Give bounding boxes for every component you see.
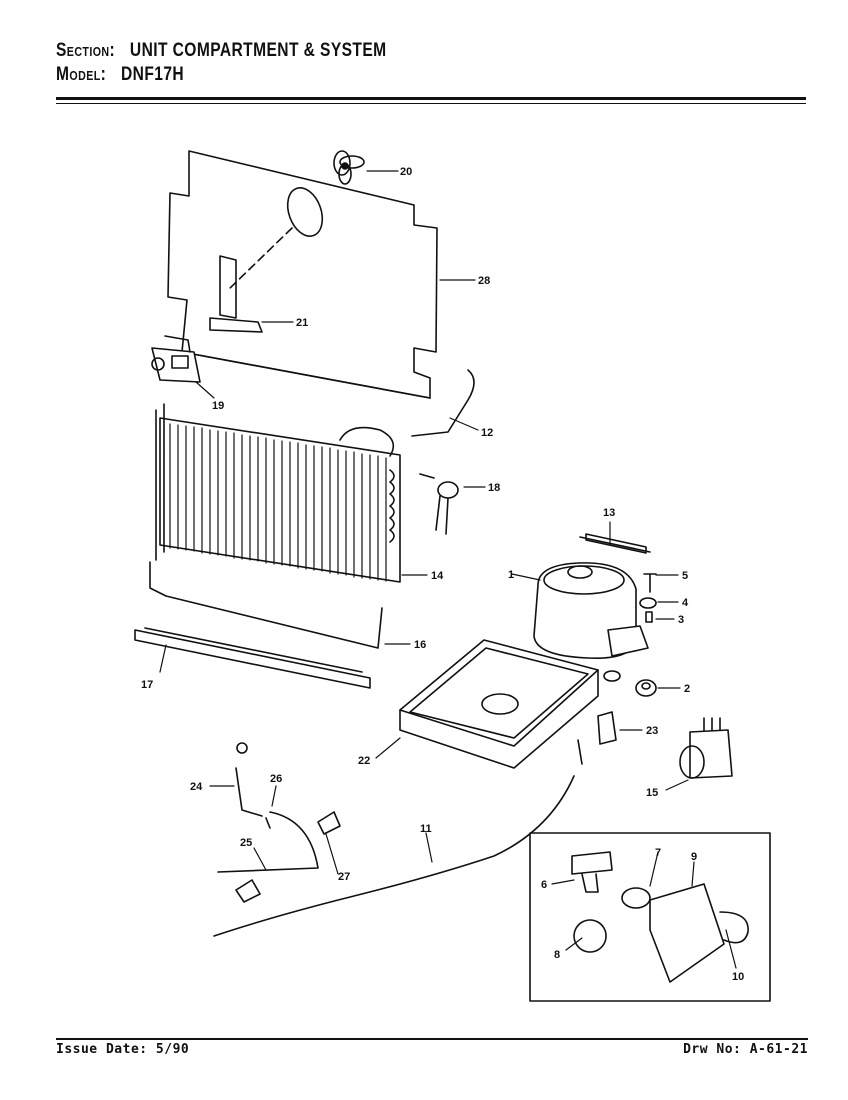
header-rule-thin xyxy=(56,103,806,104)
callout-7: 7 xyxy=(655,847,661,859)
callout-22: 22 xyxy=(358,755,370,767)
drawing-number: Drw No: A-61-21 xyxy=(683,1042,808,1057)
callout-10: 10 xyxy=(732,971,744,983)
drain-pan-part xyxy=(399,639,599,769)
callout-15: 15 xyxy=(646,787,658,799)
callout-17: 17 xyxy=(141,679,153,691)
model-header: Model: DNF17H xyxy=(56,64,184,86)
callout-8: 8 xyxy=(554,949,560,961)
callout-20: 20 xyxy=(400,166,412,178)
callout-27: 27 xyxy=(338,871,350,883)
footer-rule xyxy=(56,1038,808,1040)
callout-1: 1 xyxy=(508,569,514,581)
defrost-thermostat-part xyxy=(419,473,459,535)
rear-panel-part xyxy=(167,150,438,399)
inset-parts xyxy=(571,851,749,983)
callout-leaders xyxy=(159,170,737,969)
section-header: Section: UNIT COMPARTMENT & SYSTEM xyxy=(56,40,387,62)
section-title: UNIT COMPARTMENT & SYSTEM xyxy=(129,40,387,61)
callout-11: 11 xyxy=(420,823,432,835)
callout-21: 21 xyxy=(296,317,308,329)
callout-18: 18 xyxy=(488,482,500,494)
issue-date: Issue Date: 5/90 xyxy=(56,1042,190,1057)
callout-3: 3 xyxy=(678,614,684,626)
misc-clips-part xyxy=(217,742,341,903)
callout-28: 28 xyxy=(478,275,490,287)
model-number: DNF17H xyxy=(121,64,185,85)
callout-4: 4 xyxy=(682,597,689,609)
callout-25: 25 xyxy=(240,837,252,849)
section-label: Section: xyxy=(56,40,116,61)
drier-part xyxy=(579,533,651,554)
capillary-tube-part xyxy=(411,369,475,437)
fan-blade-part xyxy=(333,150,365,185)
callout-19: 19 xyxy=(212,400,224,412)
inset-detail-box xyxy=(529,832,771,1002)
fan-motor-part xyxy=(151,335,201,383)
callout-2: 2 xyxy=(684,683,690,695)
wire-harness-part xyxy=(213,739,583,937)
callout-12: 12 xyxy=(481,427,493,439)
header-rule-thick xyxy=(56,97,806,100)
callout-14: 14 xyxy=(431,570,444,582)
bracket-part xyxy=(597,711,617,745)
evaporator-part xyxy=(155,403,401,583)
callout-6: 6 xyxy=(541,879,547,891)
compressor-part xyxy=(533,562,649,682)
callout-13: 13 xyxy=(603,507,615,519)
mounting-hardware-part xyxy=(635,573,657,697)
callout-24: 24 xyxy=(190,781,203,793)
defrost-heater-part xyxy=(149,561,383,649)
callout-5: 5 xyxy=(682,570,688,582)
callout-labels: 1 2 3 4 5 6 7 8 9 10 11 12 13 14 15 16 1… xyxy=(141,166,744,983)
drain-trough-part xyxy=(134,627,371,689)
model-label: Model: xyxy=(56,64,107,85)
relay-overload-part xyxy=(679,717,733,779)
callout-23: 23 xyxy=(646,725,658,737)
callout-9: 9 xyxy=(691,851,697,863)
callout-26: 26 xyxy=(270,773,282,785)
callout-16: 16 xyxy=(414,639,426,651)
